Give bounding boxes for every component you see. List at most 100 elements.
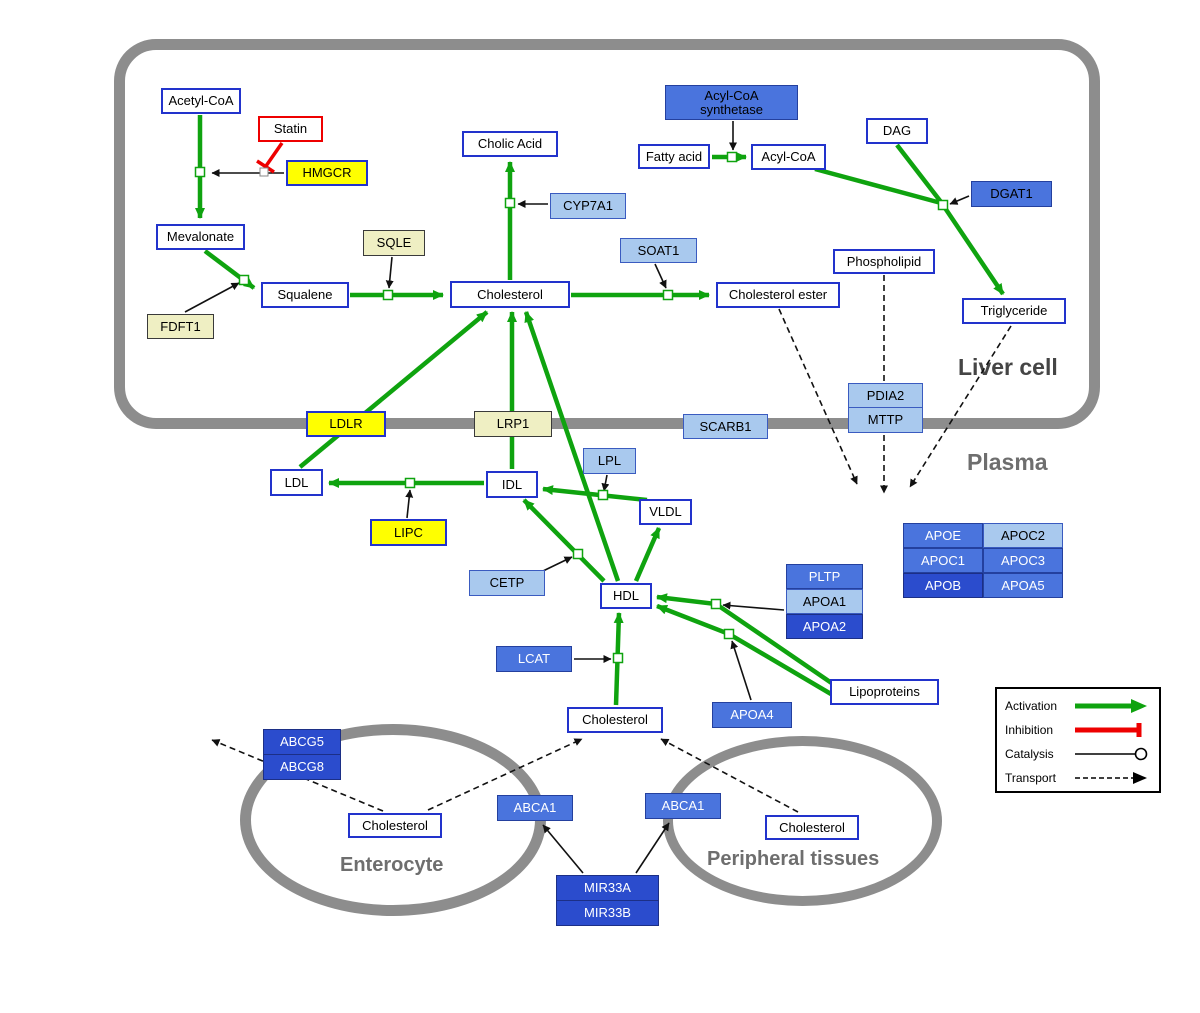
reaction-node-apoa4 [723,628,735,640]
node-lipoproteins[interactable]: Lipoproteins [830,679,939,705]
node-acyl-coa[interactable]: Acyl-CoA [751,144,826,170]
edge-hdl-to-cholesterol [523,311,621,582]
legend-row-transport: Transport [1005,766,1151,790]
node-mevalonate[interactable]: Mevalonate [156,224,245,250]
node-sqle[interactable]: SQLE [363,230,425,256]
node-ldl[interactable]: LDL [270,469,323,496]
label-plasma: Plasma [967,449,1048,475]
catalysis-edges [184,121,970,874]
node-cholesterol-liver[interactable]: Cholesterol [450,281,570,308]
edge-soat1-catalysis [654,263,667,289]
node-apoa1[interactable]: APOA1 [786,589,863,614]
legend-label-activation: Activation [1005,699,1058,713]
edge-dgat1-node-to-triglyceride [943,206,1005,296]
node-scarb1[interactable]: SCARB1 [683,414,768,439]
reaction-node-acyl-coa-synthetase [726,151,738,163]
node-vldl[interactable]: VLDL [639,499,692,525]
node-abca1-enterocyte[interactable]: ABCA1 [497,795,573,821]
node-mttp[interactable]: MTTP [848,407,923,433]
edge-peripheral-cholesterol-efflux [660,738,799,813]
node-acetyl-coa[interactable]: Acetyl-CoA [161,88,241,114]
edge-cholesterol-ester-secretion [778,308,858,485]
node-squalene[interactable]: Squalene [261,282,349,308]
node-cholic-acid[interactable]: Cholic Acid [462,131,558,157]
edge-statin-inhibition-bar [256,159,275,174]
reaction-node-lcat [612,652,624,664]
node-mir33a[interactable]: MIR33A [556,875,659,901]
node-triglyceride[interactable]: Triglyceride [962,298,1066,324]
legend-label-catalysis: Catalysis [1005,747,1054,761]
node-mir33b[interactable]: MIR33B [556,900,659,926]
inhibition-edge [256,142,284,174]
node-dag[interactable]: DAG [866,118,928,144]
reaction-node-hmgcr [194,166,206,178]
reaction-node-lpl [597,489,609,501]
edge-dag-to-dgat1-node [895,143,943,204]
edge-mir33-to-abca1-enterocyte [542,824,584,874]
node-abca1-peripheral[interactable]: ABCA1 [645,793,721,819]
node-statin[interactable]: Statin [258,116,323,142]
reaction-node-dgat1 [937,199,949,211]
node-apoa2[interactable]: APOA2 [786,614,863,639]
node-abcg8[interactable]: ABCG8 [263,754,341,780]
node-cholesterol-enterocyte[interactable]: Cholesterol [348,813,442,838]
node-hdl[interactable]: HDL [600,583,652,609]
node-apoc1[interactable]: APOC1 [903,548,983,573]
legend: Activation Inhibition Catalysis Transpor… [995,687,1161,793]
node-abcg5[interactable]: ABCG5 [263,729,341,755]
node-cetp[interactable]: CETP [469,570,545,596]
node-lrp1[interactable]: LRP1 [474,411,552,437]
node-apoe[interactable]: APOE [903,523,983,548]
edge-ldl-via-ldlr-to-cholesterol [298,310,489,469]
edge-apoa-stack-catalysis [722,601,785,611]
node-lpl[interactable]: LPL [583,448,636,474]
edge-triglyceride-secretion [909,325,1012,488]
node-dgat1[interactable]: DGAT1 [971,181,1052,207]
node-soat1[interactable]: SOAT1 [620,238,697,263]
node-ldlr[interactable]: LDLR [306,411,386,437]
reaction-nodes [194,151,949,664]
node-apoa5[interactable]: APOA5 [983,573,1063,598]
label-peripheral-tissues: Peripheral tissues [707,848,880,870]
legend-row-catalysis: Catalysis [1005,742,1151,766]
node-hmgcr[interactable]: HMGCR [286,160,368,186]
reaction-node-lipc [404,477,416,489]
edge-hdl-to-vldl [633,527,662,582]
node-pdia2[interactable]: PDIA2 [848,383,923,408]
statin-anchor-node [259,167,269,177]
node-cyp7a1[interactable]: CYP7A1 [550,193,626,219]
node-pltp[interactable]: PLTP [786,564,863,589]
legend-row-activation: Activation [1005,694,1151,718]
activation-arrow-icon [1075,699,1147,713]
node-cholesterol-peripheral[interactable]: Cholesterol [765,815,859,840]
reaction-node-cyp7a1 [504,197,516,209]
activation-edges [195,115,1005,706]
node-cholesterol-plasma[interactable]: Cholesterol [567,707,663,733]
label-enterocyte: Enterocyte [340,854,444,876]
label-liver-cell: Liver cell [958,354,1058,380]
node-lipc[interactable]: LIPC [370,519,447,546]
reaction-node-sqle [382,289,394,301]
edge-vldl-to-idl [542,485,648,503]
edge-cetp-catalysis [542,556,573,572]
node-apoc3[interactable]: APOC3 [983,548,1063,573]
node-apoa4[interactable]: APOA4 [712,702,792,728]
node-acyl-coa-synthetase[interactable]: Acyl-CoA synthetase [665,85,798,120]
peripheral-tissues-membrane [663,736,942,906]
reaction-node-apoa-stack [710,598,722,610]
node-phospholipid[interactable]: Phospholipid [833,249,935,274]
edge-enterocyte-cholesterol-efflux [427,738,583,811]
node-apoc2[interactable]: APOC2 [983,523,1063,548]
edge-lpl-catalysis [601,474,610,492]
inhibition-tbar-icon [1075,723,1142,737]
node-cholesterol-ester[interactable]: Cholesterol ester [716,282,840,308]
legend-label-inhibition: Inhibition [1005,723,1054,737]
node-apob[interactable]: APOB [903,573,983,598]
node-fatty-acid[interactable]: Fatty acid [638,144,710,169]
node-lcat[interactable]: LCAT [496,646,572,672]
node-fdft1[interactable]: FDFT1 [147,314,214,339]
node-idl[interactable]: IDL [486,471,538,498]
reaction-node-cetp [572,548,584,560]
edge-lipc-catalysis [405,489,414,519]
